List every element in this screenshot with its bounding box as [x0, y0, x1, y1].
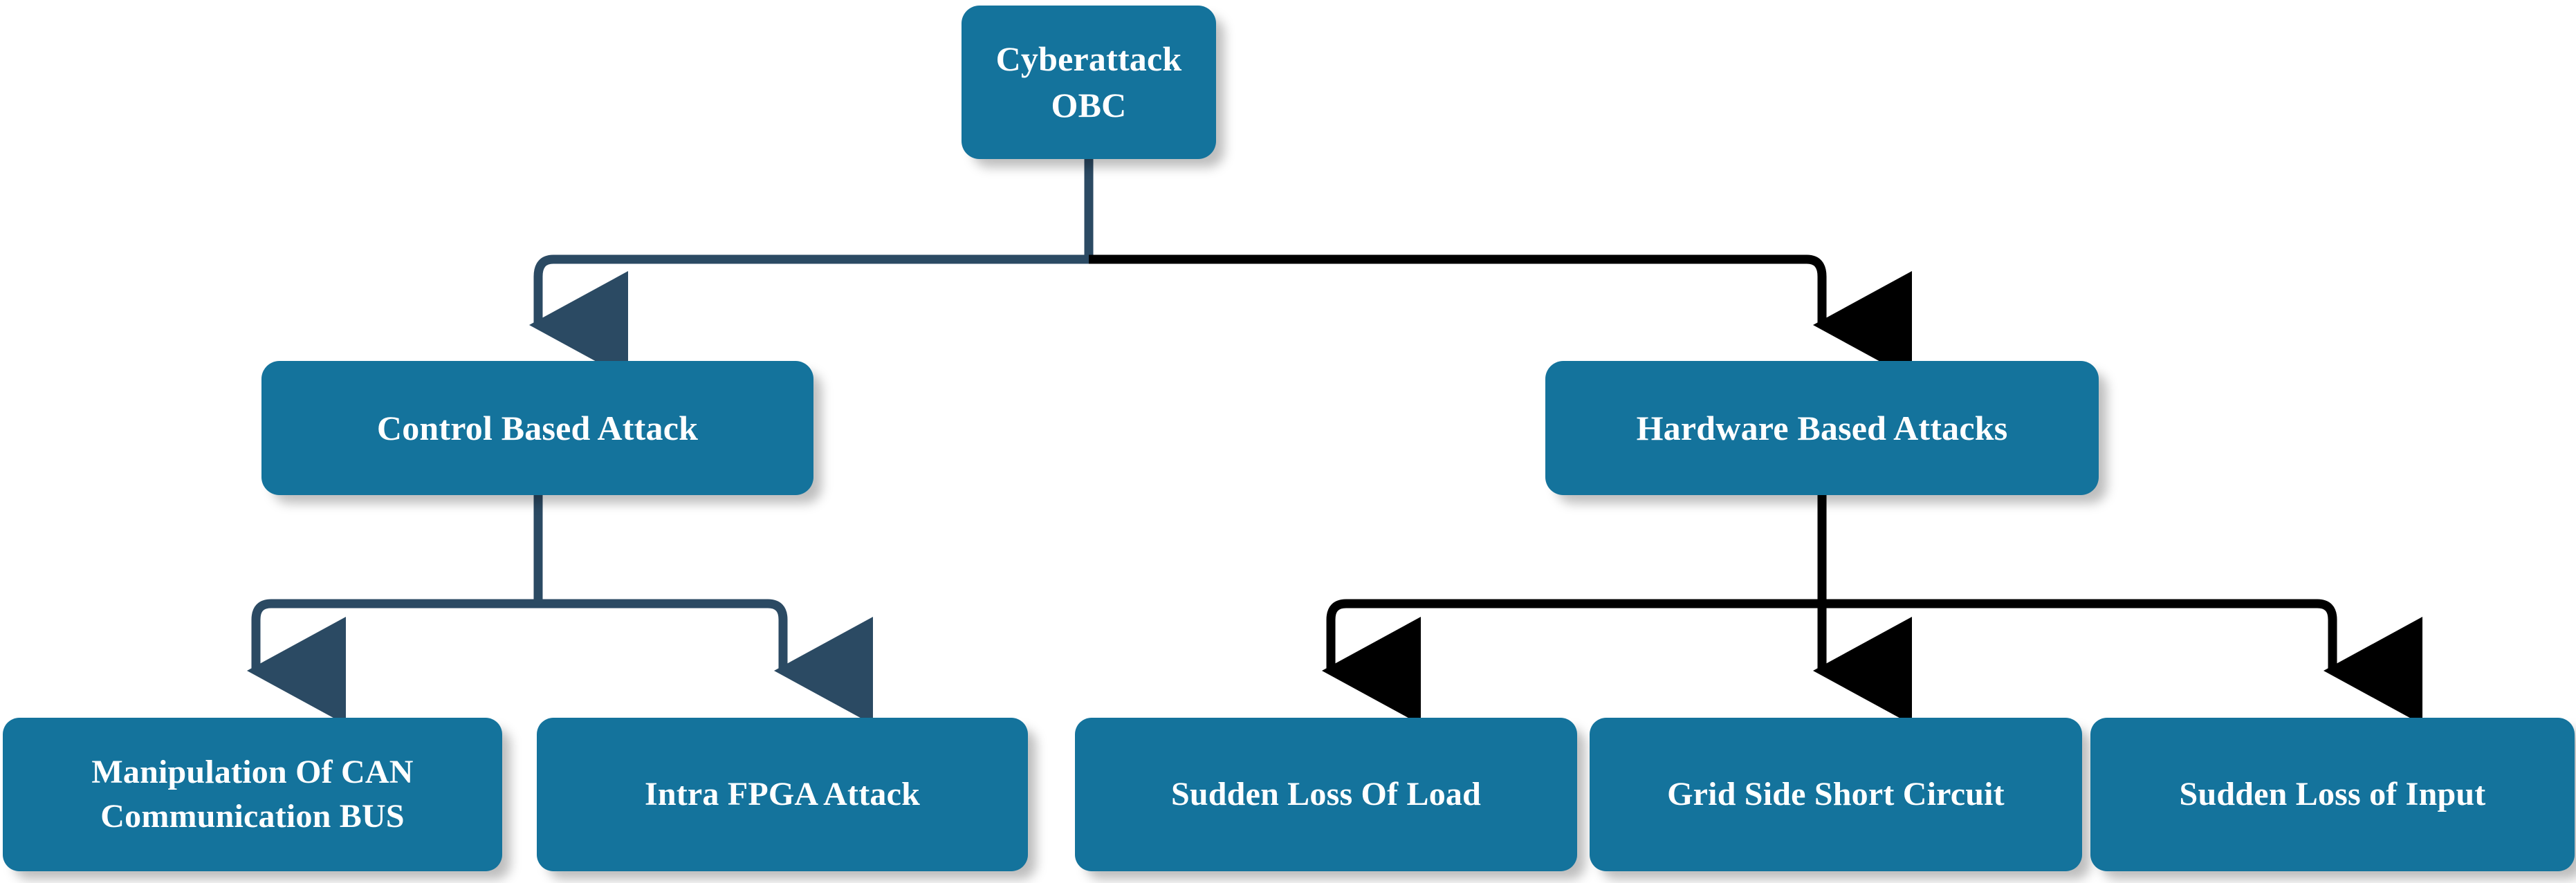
edge-hardware-to-loss-input [1822, 599, 2422, 725]
node-label: Sudden Loss of Input [2179, 775, 2486, 812]
node-label: Hardware Based Attacks [1636, 408, 2008, 447]
node-control-based-attack[interactable]: Control Based Attack [261, 361, 813, 495]
edge-root-to-control [529, 254, 1089, 379]
edge-control-to-fpga [538, 599, 873, 725]
edge-root-to-hardware [1089, 254, 1912, 379]
node-manipulation-of-can-communication-bus[interactable]: Manipulation Of CAN Communication BUS [3, 718, 502, 871]
node-cyberattack-obc[interactable]: Cyberattack OBC [962, 6, 1216, 159]
node-label: Control Based Attack [376, 408, 699, 447]
node-label: Cyberattack OBC [995, 39, 1182, 124]
node-intra-fpga-attack[interactable]: Intra FPGA Attack [537, 718, 1028, 871]
node-sudden-loss-of-load[interactable]: Sudden Loss Of Load [1075, 718, 1577, 871]
node-label: Sudden Loss Of Load [1171, 775, 1481, 812]
edge-hardware-to-loss-load [1322, 599, 1822, 725]
node-label: Intra FPGA Attack [644, 775, 921, 812]
node-label: Manipulation Of CAN Communication BUS [91, 753, 414, 835]
edge-control-to-can [247, 599, 538, 725]
node-hardware-based-attacks[interactable]: Hardware Based Attacks [1545, 361, 2099, 495]
node-sudden-loss-of-input[interactable]: Sudden Loss of Input [2090, 718, 2575, 871]
node-grid-side-short-circuit[interactable]: Grid Side Short Circuit [1590, 718, 2082, 871]
node-label: Grid Side Short Circuit [1667, 775, 2005, 812]
